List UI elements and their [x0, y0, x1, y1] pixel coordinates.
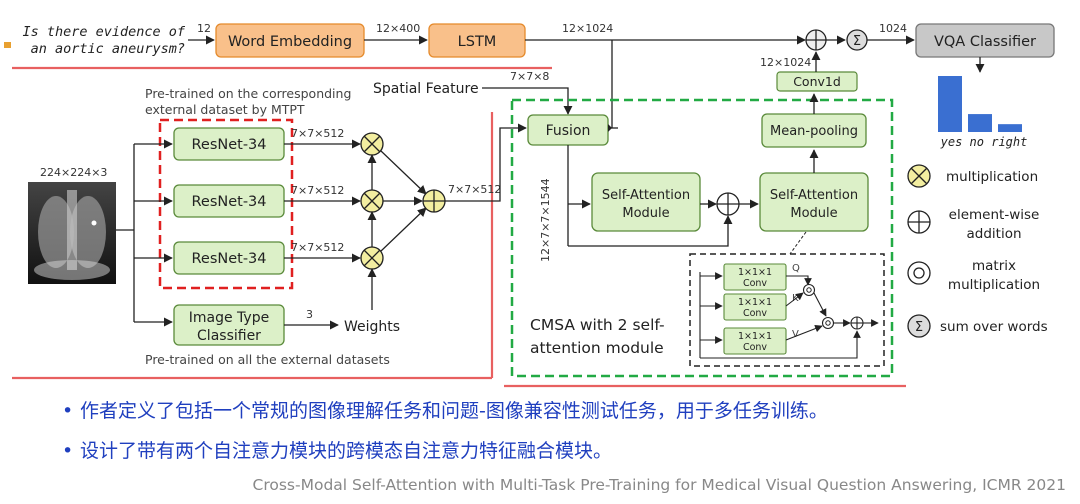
matmul-icon-1	[802, 283, 816, 297]
resnet-label-2: ResNet-34	[191, 194, 266, 210]
dim-res-out-2: 7×7×512	[291, 184, 344, 197]
answer-bar-2	[968, 114, 992, 132]
sa2-line2: Module	[790, 206, 837, 221]
question-line-2: an aortic aneurysm?	[31, 41, 185, 57]
dim-type-out: 3	[306, 308, 313, 321]
multiply-icon-1	[360, 132, 384, 156]
lstm-label: LSTM	[458, 34, 497, 50]
sa1-line1: Self-Attention	[602, 188, 690, 203]
arrow-add-fusion	[445, 123, 527, 202]
citation: Cross-Modal Self-Attention with Multi-Ta…	[252, 476, 1067, 494]
bullet-list: • 作者定义了包括一个常规的图像理解任务和问题-图像兼容性测试任务，用于多任务训练…	[62, 394, 1062, 474]
self-attention-module-1	[591, 172, 701, 232]
cmsa-label-line1: CMSA with 2 self-	[530, 316, 665, 334]
arrow-spatial-fusion	[482, 87, 573, 115]
svg-text:1×1×1: 1×1×1	[738, 297, 772, 308]
legend-multiplication: multiplication	[946, 169, 1038, 185]
legend-elementwise-1: element-wise	[949, 207, 1040, 223]
answer-bar-1	[938, 76, 962, 132]
attention-detail-box	[689, 253, 885, 367]
legend-sum-icon: Σ	[907, 314, 931, 338]
word-embedding-label: Word Embedding	[228, 34, 352, 50]
conv1d-box	[776, 71, 858, 92]
multiply-icon-2	[360, 189, 384, 213]
dim-fusion-out: 12×7×7×1544	[539, 178, 552, 262]
conv111-box-k	[723, 293, 787, 321]
answer-bar-3	[998, 124, 1022, 132]
pretrained-mtpt-line2: external dataset by MTPT	[145, 102, 305, 117]
dim-lstm-out: 12×1024	[562, 22, 613, 35]
legend-matmul-icon	[907, 261, 931, 285]
small-marker	[4, 42, 11, 48]
dim-emb-out: 12×400	[376, 22, 420, 35]
dim-add-out: 7×7×512	[448, 183, 501, 196]
image-type-classifier-line1: Image Type	[189, 310, 269, 326]
dim-res-out-1: 7×7×512	[291, 127, 344, 140]
resnet-label-3: ResNet-34	[191, 251, 266, 267]
legend-multiply-icon	[907, 164, 931, 188]
multiply-icon-3	[360, 246, 384, 270]
weights-label: Weights	[344, 319, 400, 335]
sa2-line1: Self-Attention	[770, 188, 858, 203]
resnet-group-dashed	[158, 118, 294, 290]
svg-text:1×1×1: 1×1×1	[738, 267, 772, 278]
bullet-dot: •	[62, 440, 74, 462]
legend-sum: sum over words	[940, 319, 1048, 335]
bullet-item-1: • 作者定义了包括一个常规的图像理解任务和问题-图像兼容性测试任务，用于多任务训练…	[62, 394, 1062, 434]
mean-pooling-label: Mean-pooling	[770, 124, 858, 139]
svg-text:Conv: Conv	[743, 308, 767, 319]
svg-text:Σ: Σ	[915, 320, 923, 335]
dim-conv-out: 12×1024	[760, 56, 811, 69]
v-label: V	[792, 329, 799, 340]
bullet-dot: •	[62, 400, 74, 422]
pretrained-all-label: Pre-trained on all the external datasets	[145, 352, 390, 367]
vqa-classifier-label: VQA Classifier	[934, 34, 1036, 50]
add-icon-cmsa	[716, 192, 740, 216]
spatial-feature-label: Spatial Feature	[373, 81, 479, 97]
dim-question-len: 12	[197, 22, 211, 35]
cmsa-label-line2: attention module	[530, 339, 664, 357]
legend-matrix-2: multiplication	[948, 277, 1040, 293]
chest-xray-image	[28, 182, 116, 284]
svg-text:Conv: Conv	[743, 342, 767, 353]
add-icon-detail	[850, 316, 864, 330]
fusion-label: Fusion	[546, 123, 591, 139]
legend-elementwise-2: addition	[966, 226, 1021, 242]
legend-add-icon	[907, 210, 931, 234]
svg-text:Σ: Σ	[853, 34, 861, 49]
architecture-diagram: Is there evidence of an aortic aneurysm?…	[4, 22, 1055, 388]
bullet-text-1: 作者定义了包括一个常规的图像理解任务和问题-图像兼容性测试任务，用于多任务训练。	[80, 400, 828, 422]
add-icon-resnet	[422, 189, 446, 213]
dim-cls-in: 1024	[879, 22, 907, 35]
conv1d-label: Conv1d	[793, 74, 841, 89]
conv111-box-v	[723, 327, 787, 355]
answer-bar-chart	[938, 76, 1022, 132]
image-type-classifier-line2: Classifier	[197, 328, 261, 344]
legend-matrix-1: matrix	[972, 258, 1016, 274]
dim-res-out-3: 7×7×512	[291, 241, 344, 254]
vqa-classifier-box	[915, 23, 1055, 58]
pretrained-mtpt-line1: Pre-trained on the corresponding	[145, 86, 351, 101]
bullet-text-2: 设计了带有两个自注意力模块的跨模态自注意力特征融合模块。	[80, 440, 613, 462]
cmsa-dashed-box	[510, 98, 894, 378]
resnet-label-1: ResNet-34	[191, 137, 266, 153]
detail-connector	[789, 231, 807, 255]
answer-labels: yes no right	[940, 135, 1028, 149]
question-line-1: Is there evidence of	[22, 24, 185, 40]
sa1-line2: Module	[622, 206, 669, 221]
svg-text:Conv: Conv	[743, 278, 767, 289]
bullet-item-2: • 设计了带有两个自注意力模块的跨模态自注意力特征融合模块。	[62, 434, 1062, 474]
q-label: Q	[792, 263, 800, 274]
svg-text:1×1×1: 1×1×1	[738, 331, 772, 342]
dim-img-in: 224×224×3	[40, 166, 107, 179]
conv111-box-q	[723, 263, 787, 291]
dim-spatial: 7×7×8	[510, 70, 549, 83]
matmul-icon-2	[821, 316, 835, 330]
